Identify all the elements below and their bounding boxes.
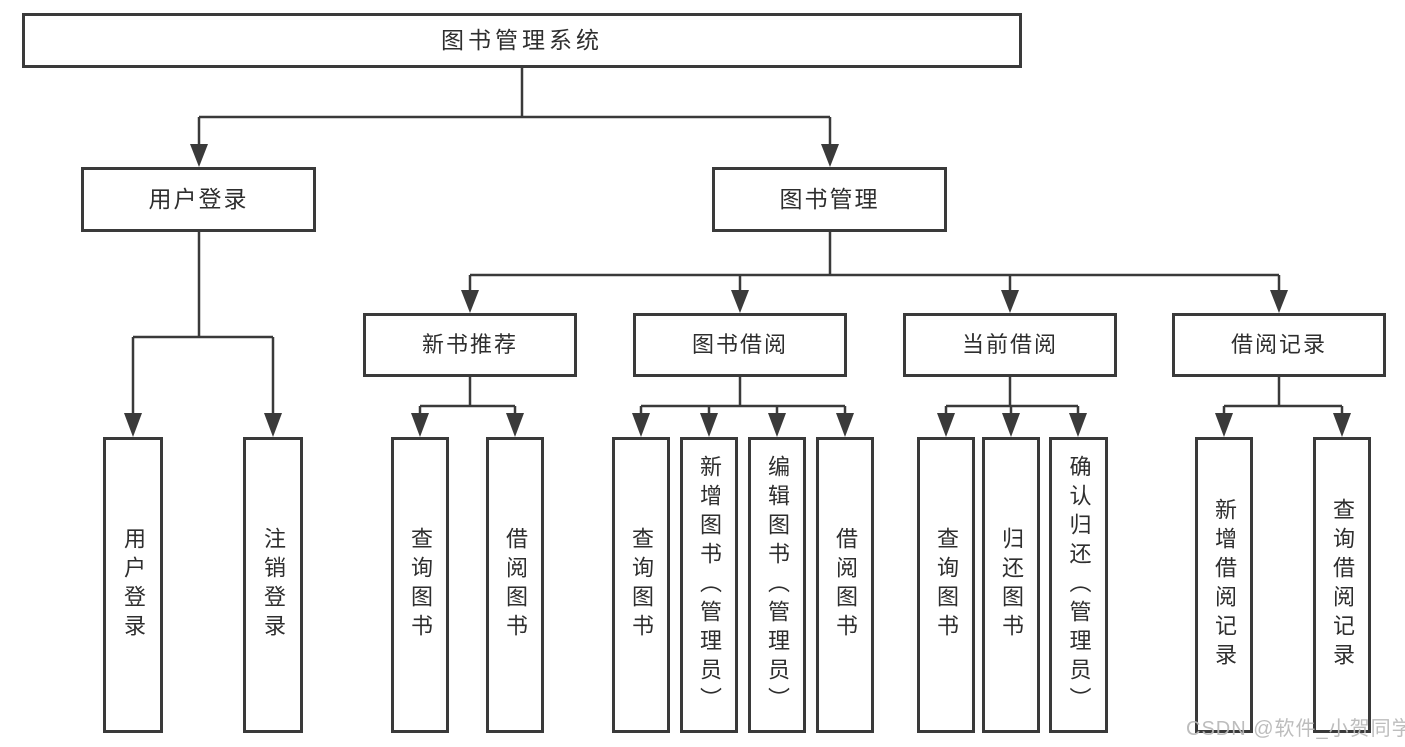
- node-label: 新书推荐: [421, 331, 518, 357]
- leaf-add-book-admin: 新增图书（管理员）: [680, 437, 738, 733]
- leaf-user-login: 用户登录: [103, 437, 163, 733]
- leaf-return-book: 归还图书: [982, 437, 1040, 733]
- leaf-add-borrow-record: 新增借阅记录: [1195, 437, 1253, 733]
- arrowheads: [124, 144, 1351, 437]
- node-label: 归还图书: [999, 527, 1024, 643]
- node-label: 编辑图书（管理员）: [765, 454, 790, 716]
- node-label: 查询图书: [629, 527, 654, 643]
- node-label: 用户登录: [148, 185, 249, 212]
- node-label: 图书借阅: [691, 331, 788, 357]
- leaf-query-books-borrowing: 查询图书: [612, 437, 670, 733]
- node-current-borrowing: 当前借阅: [903, 313, 1117, 377]
- leaf-logout-login: 注销登录: [243, 437, 303, 733]
- node-label: 用户登录: [121, 527, 146, 643]
- node-label: 图书管理: [779, 185, 880, 212]
- node-label: 当前借阅: [961, 331, 1058, 357]
- node-borrowing-records: 借阅记录: [1172, 313, 1386, 377]
- node-label: 确认归还（管理员）: [1066, 454, 1092, 716]
- leaf-query-borrow-record: 查询借阅记录: [1313, 437, 1371, 733]
- node-label: 注销登录: [261, 527, 286, 643]
- node-label: 新增图书（管理员）: [697, 454, 722, 716]
- node-label: 图书管理系统: [441, 26, 603, 53]
- node-book-borrowing: 图书借阅: [633, 313, 847, 377]
- leaf-confirm-return-admin: 确认归还（管理员）: [1049, 437, 1108, 733]
- leaf-edit-book-admin: 编辑图书（管理员）: [748, 437, 806, 733]
- node-label: 查询借阅记录: [1330, 498, 1355, 672]
- node-library-management-system: 图书管理系统: [22, 13, 1022, 68]
- node-book-management: 图书管理: [712, 167, 947, 232]
- leaf-query-books-current: 查询图书: [917, 437, 975, 733]
- node-label: 借阅图书: [833, 527, 858, 643]
- leaf-borrow-books: 借阅图书: [816, 437, 874, 733]
- csdn-watermark: CSDN @软件_小贺同学: [1186, 718, 1405, 740]
- leaf-query-books-recommend: 查询图书: [391, 437, 449, 733]
- node-label: 新增借阅记录: [1212, 498, 1237, 672]
- node-label: 借阅记录: [1230, 331, 1327, 357]
- leaf-borrow-books-recommend: 借阅图书: [486, 437, 544, 733]
- node-label: 查询图书: [934, 527, 959, 643]
- node-user-login: 用户登录: [81, 167, 316, 232]
- node-new-book-recommendation: 新书推荐: [363, 313, 577, 377]
- node-label: 借阅图书: [503, 527, 528, 643]
- node-label: 查询图书: [408, 527, 433, 643]
